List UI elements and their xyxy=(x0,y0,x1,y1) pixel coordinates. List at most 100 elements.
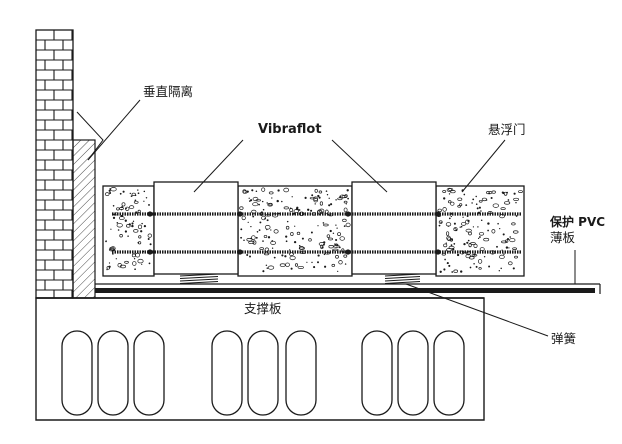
aggregate-stone xyxy=(298,211,305,216)
aggregate-dot xyxy=(467,239,470,242)
brick-wall xyxy=(35,29,74,299)
rebar-node xyxy=(237,211,243,217)
aggregate-stone xyxy=(308,238,312,242)
concrete-block xyxy=(237,185,353,277)
aggregate-dot xyxy=(460,225,463,228)
spring-coil xyxy=(179,278,219,282)
vibraflot-right xyxy=(351,181,437,275)
aggregate-dot xyxy=(131,224,134,228)
aggregate-stone xyxy=(124,260,129,264)
aggregate-stone xyxy=(137,209,141,214)
spring-coil xyxy=(384,276,421,279)
aggregate-stone xyxy=(328,245,334,249)
aggregate-dot xyxy=(480,219,483,222)
aggregate-stone xyxy=(147,233,152,238)
aggregate-dot xyxy=(284,255,287,258)
aggregate-dot xyxy=(294,225,296,227)
aggregate-dot xyxy=(261,200,264,203)
aggregate-dot xyxy=(477,237,480,240)
aggregate-stone xyxy=(296,231,301,236)
label-spring: 弹簧 xyxy=(551,331,577,346)
aggregate-dot xyxy=(143,190,146,193)
aggregate-dot xyxy=(137,241,140,244)
aggregate-dot xyxy=(248,197,250,199)
slab-void xyxy=(211,330,243,416)
aggregate-stone xyxy=(478,267,482,270)
aggregate-dot xyxy=(338,246,341,249)
aggregate-dot xyxy=(115,258,117,260)
aggregate-dot xyxy=(132,220,135,222)
aggregate-dot xyxy=(469,266,472,269)
aggregate-dot xyxy=(270,229,272,231)
aggregate-stone xyxy=(251,235,256,240)
aggregate-dot xyxy=(293,240,297,244)
aggregate-dot xyxy=(128,223,131,226)
aggregate-dot xyxy=(240,236,243,239)
aggregate-dot xyxy=(505,246,509,249)
aggregate-dot xyxy=(488,265,491,268)
aggregate-dot xyxy=(443,197,446,200)
aggregate-stone xyxy=(500,207,506,210)
aggregate-stone xyxy=(339,236,345,241)
aggregate-dot xyxy=(134,199,137,202)
leader-vibraflot-right xyxy=(331,139,388,193)
aggregate-dot xyxy=(498,270,500,272)
aggregate-stone xyxy=(121,202,126,207)
aggregate-dot xyxy=(335,224,337,226)
aggregate-dot xyxy=(451,238,454,241)
aggregate-stone xyxy=(259,247,265,250)
aggregate-stone xyxy=(126,224,131,228)
aggregate-dot xyxy=(281,254,284,257)
aggregate-dot xyxy=(500,267,502,270)
aggregate-dot xyxy=(251,189,254,192)
aggregate-dot xyxy=(460,270,463,273)
aggregate-dot xyxy=(266,267,269,269)
aggregate-stone xyxy=(339,194,346,199)
aggregate-dot xyxy=(106,268,108,271)
aggregate-dot xyxy=(323,253,326,256)
aggregate-stone xyxy=(133,229,139,233)
aggregate-dot xyxy=(324,265,327,268)
aggregate-stone xyxy=(501,240,507,244)
aggregate-dot xyxy=(448,264,451,267)
aggregate-stone xyxy=(447,200,452,204)
aggregate-stone xyxy=(131,192,136,196)
aggregate-stone xyxy=(345,222,351,228)
leader-vertical-isolation xyxy=(87,99,141,161)
aggregate-dot xyxy=(326,194,329,196)
aggregate-dot xyxy=(480,210,482,212)
aggregate-dot xyxy=(304,196,307,199)
aggregate-stone xyxy=(263,252,270,256)
aggregate-stone xyxy=(453,269,459,273)
leader-vertical-isolation-2 xyxy=(76,111,104,161)
aggregate-stone xyxy=(288,252,295,256)
aggregate-dot xyxy=(271,197,273,199)
aggregate-stone xyxy=(318,242,325,246)
aggregate-dot xyxy=(448,193,451,195)
aggregate-stone xyxy=(468,243,472,248)
aggregate-dot xyxy=(124,219,127,222)
aggregate-dot xyxy=(446,262,449,265)
aggregate-dot xyxy=(314,203,316,205)
aggregate-stone xyxy=(239,206,244,210)
aggregate-dot xyxy=(440,222,442,224)
aggregate-stone xyxy=(318,208,325,214)
slab-void xyxy=(97,330,129,416)
aggregate-dot xyxy=(271,247,274,249)
aggregate-stone xyxy=(285,262,290,267)
aggregate-dot xyxy=(264,217,266,220)
rebar-node xyxy=(435,249,441,255)
aggregate-dot xyxy=(317,225,319,227)
support-plate xyxy=(95,288,595,293)
aggregate-dot xyxy=(255,236,258,239)
aggregate-stone xyxy=(331,263,336,267)
aggregate-stone xyxy=(104,192,110,196)
aggregate-dot xyxy=(347,197,349,200)
aggregate-dot xyxy=(105,240,107,242)
label-vertical-isolation: 垂直隔离 xyxy=(143,84,194,99)
aggregate-stone xyxy=(110,187,117,192)
aggregate-stone xyxy=(125,206,130,211)
aggregate-dot xyxy=(120,209,123,211)
aggregate-dot xyxy=(285,240,288,243)
aggregate-dot xyxy=(149,243,152,246)
